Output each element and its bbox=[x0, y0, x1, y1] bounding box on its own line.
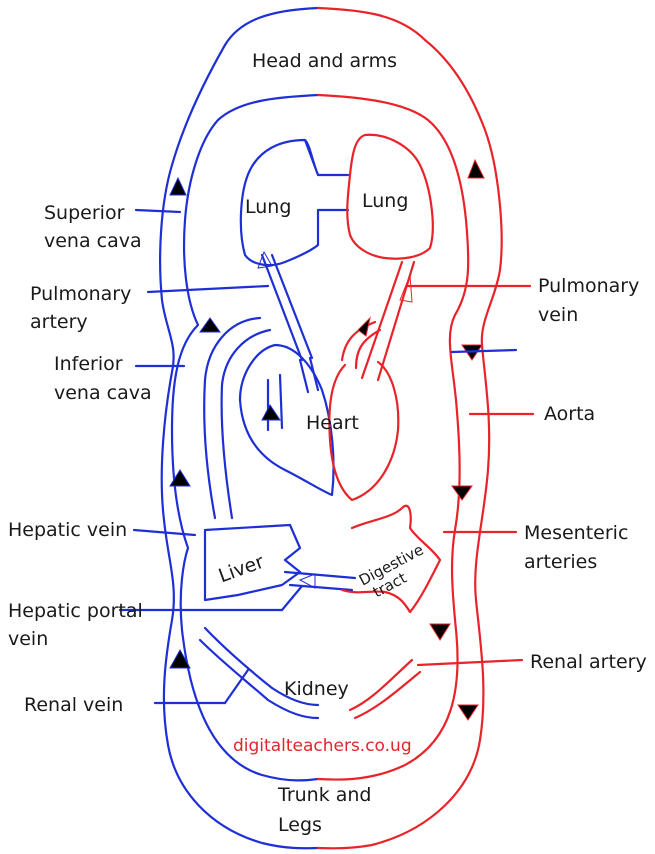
renal-artery-vessel bbox=[350, 660, 420, 718]
pulmonary-artery-label-2: artery bbox=[30, 309, 88, 335]
hepatic-portal-vein-label-2: vein bbox=[8, 626, 48, 652]
renal-vein-vessel bbox=[200, 628, 318, 718]
hepatic-vein-label: Hepatic vein bbox=[8, 517, 127, 543]
superior-vena-cava-label-2: vena cava bbox=[44, 228, 142, 254]
renal-vein-label: Renal vein bbox=[24, 692, 123, 718]
inferior-vena-cava-vessel bbox=[204, 318, 270, 518]
hepatic-portal-vein-label: Hepatic portal bbox=[8, 598, 143, 624]
inferior-vena-cava-label-2: vena cava bbox=[54, 380, 152, 406]
superior-vena-cava-label: Superior bbox=[44, 200, 124, 226]
mesenteric-arteries-label-2: arteries bbox=[524, 549, 597, 575]
outer-vessel-venous bbox=[160, 8, 318, 848]
pulmonary-artery-vessel bbox=[258, 252, 318, 392]
flow-arrows-blue bbox=[170, 178, 280, 668]
pulmonary-vein-label-2: vein bbox=[538, 302, 578, 328]
renal-artery-label: Renal artery bbox=[530, 649, 647, 675]
watermark-text: digitalteachers.co.ug bbox=[233, 736, 412, 756]
heart-label: Heart bbox=[306, 410, 359, 436]
kidney-label: Kidney bbox=[284, 676, 349, 702]
head-arms-label: Head and arms bbox=[252, 48, 397, 74]
trunk-label: Trunk and bbox=[278, 782, 372, 808]
inferior-vena-cava-label: Inferior bbox=[54, 351, 123, 377]
mesenteric-arteries-label: Mesenteric bbox=[524, 520, 628, 546]
legs-label: Legs bbox=[278, 812, 322, 838]
pulmonary-artery-label: Pulmonary bbox=[30, 281, 131, 307]
pulmonary-vein-label: Pulmonary bbox=[538, 273, 639, 299]
flow-arrows-red bbox=[358, 160, 484, 720]
aorta-label: Aorta bbox=[544, 401, 595, 427]
lung-left-label: Lung bbox=[245, 194, 291, 220]
lung-right-label: Lung bbox=[362, 188, 408, 214]
